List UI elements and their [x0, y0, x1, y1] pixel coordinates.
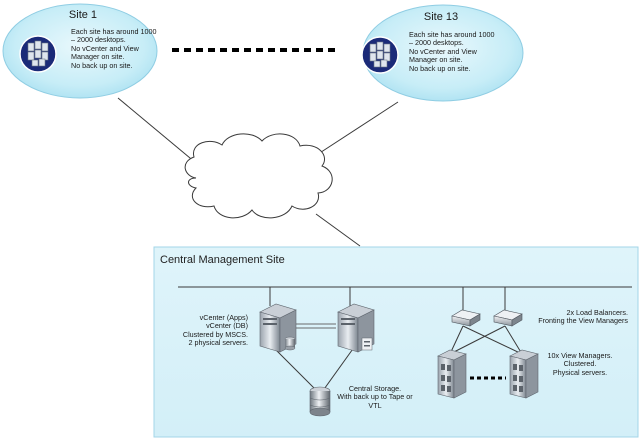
view-manager-cluster-2-icon — [509, 349, 539, 399]
vcenter-note: vCenter (Apps) vCenter (DB) Clustered by… — [182, 313, 248, 348]
load-balancer-1-icon — [451, 309, 481, 327]
central-storage-icon — [309, 386, 331, 417]
site-13-node — [361, 4, 524, 102]
view-manager-note: 10x View Managers. Clustered. Physical s… — [547, 351, 613, 377]
vcenter-app-server-icon — [259, 303, 297, 353]
central-storage-note: Central Storage. With back up to Tape or… — [337, 384, 413, 410]
wan-cloud-icon — [184, 133, 333, 219]
site-1-description: Each site has around 1000 – 2000 desktop… — [71, 27, 157, 70]
central-management-title: Central Management Site — [160, 254, 285, 266]
site-13-title: Site 13 — [423, 11, 459, 23]
site-1-desktops-icon — [19, 35, 57, 73]
load-balancer-note: 2x Load Balancers. Fronting the View Man… — [538, 308, 628, 326]
site-1-node — [2, 3, 158, 99]
site-1-title: Site 1 — [68, 9, 98, 21]
site-13-description: Each site has around 1000 – 2000 desktop… — [409, 30, 495, 73]
site-13-desktops-icon — [361, 36, 399, 74]
vcenter-db-server-icon — [337, 303, 375, 353]
view-manager-cluster-1-icon — [437, 349, 467, 399]
cloud-to-central-link — [315, 213, 361, 247]
load-balancer-2-icon — [493, 309, 523, 327]
central-management-panel — [153, 246, 639, 438]
site1-to-cloud-link — [117, 97, 203, 169]
site13-to-cloud-link — [311, 101, 399, 159]
